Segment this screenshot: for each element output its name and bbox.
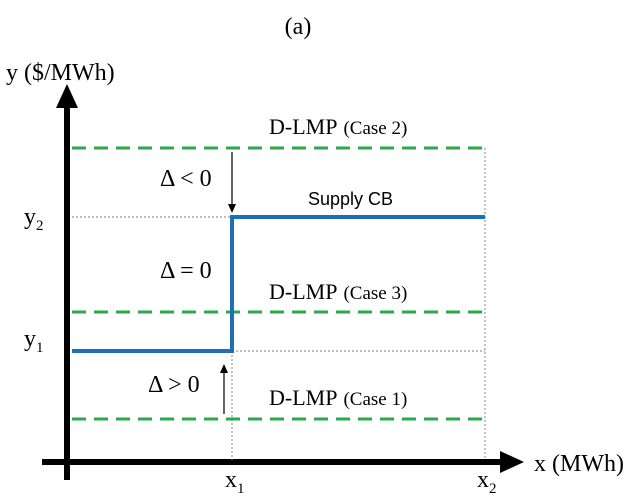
- x2-tick-label: x2: [477, 467, 497, 497]
- dlmp-case3-label: D-LMP(Case 3): [269, 279, 407, 304]
- dlmp-case1-label: D-LMP(Case 1): [269, 385, 407, 410]
- supply-cb-curve: [72, 215, 485, 353]
- y-axis-arrowhead: [56, 84, 78, 108]
- arrow-down-head: [228, 204, 236, 213]
- delta-negative-label: Δ < 0: [160, 166, 212, 192]
- x-axis-arrowhead: [500, 451, 524, 473]
- guide-lines: [72, 148, 486, 460]
- y2-tick-label: y2: [24, 204, 44, 234]
- x-axis-label: x (MWh): [534, 451, 624, 477]
- y-axis-label: y ($/MWh): [6, 60, 115, 86]
- x1-tick-label: x1: [225, 467, 245, 497]
- dlmp-case2-label: D-LMP(Case 2): [269, 114, 407, 139]
- arrow-up-head: [220, 364, 228, 373]
- y1-tick-label: y1: [24, 326, 44, 356]
- delta-zero-label: Δ = 0: [160, 258, 212, 284]
- delta-positive-label: Δ > 0: [148, 372, 200, 398]
- panel-label: (a): [285, 14, 312, 40]
- supply-cb-label: Supply CB: [308, 189, 393, 209]
